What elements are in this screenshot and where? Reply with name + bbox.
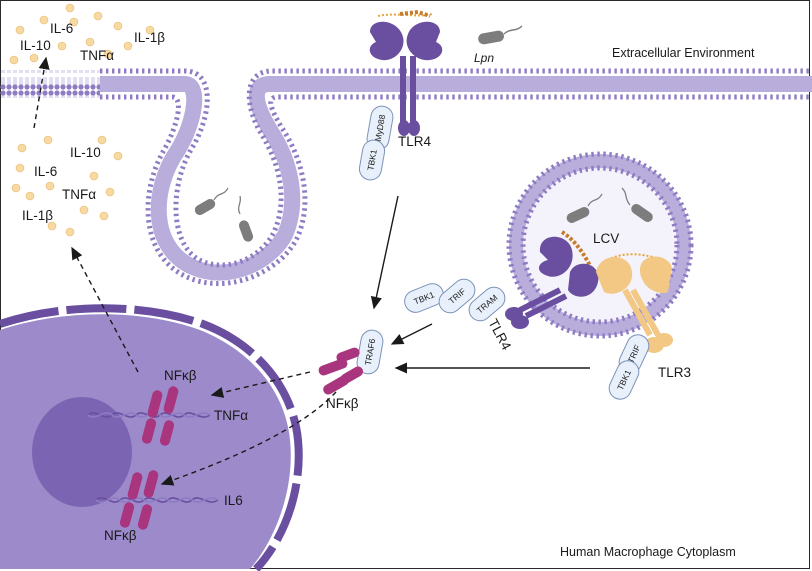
adaptor-tbk1-lcv-tlr4: TBK1 xyxy=(404,283,444,313)
cytokine-particle xyxy=(47,221,57,231)
cytokine-particle xyxy=(25,191,35,201)
nfkb-cytoplasm-complex xyxy=(318,347,364,395)
nfkb-tnfa-complex xyxy=(141,386,179,446)
cytokine-particle xyxy=(29,53,39,63)
adaptor-trif-lcv-tlr4: TRIF xyxy=(438,278,476,314)
cytokine-particle xyxy=(45,181,55,191)
cytokine-particle xyxy=(15,25,25,35)
cytokine-particle xyxy=(65,227,75,237)
bacterium-lcv-1 xyxy=(566,193,603,223)
plasma-membrane xyxy=(0,68,812,287)
cytokine-mid-tnfa: TNFα xyxy=(62,187,96,202)
dna-il6 xyxy=(95,497,219,503)
cytokine-particle xyxy=(145,25,155,35)
cytokine-particle xyxy=(85,37,95,47)
cytokine-particle xyxy=(123,41,133,51)
lcv-vacuole xyxy=(506,151,694,339)
bacterium-label: Lpn xyxy=(474,51,494,65)
nfkb-nucleus-label: NFκβ xyxy=(104,528,137,543)
cytokine-particle xyxy=(9,55,19,65)
cytokine-particle xyxy=(65,3,75,13)
bacterium-phagosome-2 xyxy=(237,195,254,242)
adaptor-traf6: TRAF6 xyxy=(356,329,384,375)
cytokine-particle xyxy=(79,205,89,215)
cytokine-mid-il1b: IL-1β xyxy=(22,208,53,223)
cytokine-particle xyxy=(105,187,115,197)
gene-il6-label: IL6 xyxy=(224,493,243,508)
bacterium-lcv-2 xyxy=(621,187,653,223)
cytokine-particle xyxy=(99,211,109,221)
cytokine-particle xyxy=(57,41,67,51)
tlr4-lcv-label-wrap: TLR4 xyxy=(485,316,514,353)
tlr3-lcv-receptor xyxy=(596,253,673,353)
adaptor-traf6-label: TRAF6 xyxy=(363,338,378,367)
cytokine-particle xyxy=(15,163,25,173)
cytokine-particle xyxy=(113,151,123,161)
cytokine-particle xyxy=(11,183,21,193)
cytokine-mid-il10: IL-10 xyxy=(70,145,101,160)
arrow-lcv-tlr4-to-traf6 xyxy=(390,323,433,345)
cytokine-particle xyxy=(89,171,99,181)
tlr3-lcv-label: TLR3 xyxy=(658,365,691,380)
cytokine-particle xyxy=(97,135,107,145)
arrow-nucleus-to-cytokines xyxy=(71,246,139,373)
arrow-cytokine-secretion xyxy=(33,56,50,129)
tlr4-surface-label: TLR4 xyxy=(398,134,432,149)
dna-tnfa xyxy=(87,412,211,418)
adaptor-tram-lcv-tlr4: TRAM xyxy=(468,286,506,322)
bacterium-phagosome-1 xyxy=(194,187,229,215)
adaptor-tbk1-surface: TBK1 xyxy=(358,139,386,181)
gene-tnfa-label: TNFα xyxy=(214,408,248,423)
tlr4-lcv-label: TLR4 xyxy=(485,316,514,353)
cytokine-mid-il6: IL-6 xyxy=(34,164,57,179)
cytokine-particle xyxy=(103,49,113,59)
nfkb-gene-tnfa-label: NFκβ xyxy=(164,368,197,383)
tlr4-surface-receptor xyxy=(369,9,443,136)
arrow-nfkb-to-il6 xyxy=(160,391,337,486)
adaptor-myd88-surface: MyD88 xyxy=(366,105,394,151)
tlr4-lcv-receptor xyxy=(505,230,599,329)
cytokine-cluster-mid xyxy=(11,135,123,237)
cytokine-top-tnfa: TNFα xyxy=(80,48,114,63)
cytokine-particle xyxy=(69,17,79,27)
nfkb-cytoplasm-label: NFκβ xyxy=(326,396,359,411)
nfkb-il6-complex xyxy=(119,470,159,530)
cytokine-top-il10: IL-10 xyxy=(20,38,51,53)
lcv-label: LCV xyxy=(593,231,619,246)
adaptor-tbk1-lcv-tlr3: TBK1 xyxy=(608,360,640,400)
cytokine-particle xyxy=(39,15,49,25)
cytokine-particle xyxy=(113,21,123,31)
extracellular-label: Extracellular Environment xyxy=(612,46,755,60)
nucleolus xyxy=(32,397,132,507)
bacterium-free xyxy=(478,25,523,45)
cytokine-particle xyxy=(17,143,27,153)
cytokine-particle xyxy=(93,11,103,21)
cytokine-top-il6: IL-6 xyxy=(50,21,73,36)
adaptor-myd88-label: MyD88 xyxy=(373,114,388,143)
arrow-nfkb-to-tnfa xyxy=(210,371,311,398)
cytoplasm-label: Human Macrophage Cytoplasm xyxy=(560,545,736,559)
cytokine-cluster-top xyxy=(9,3,155,65)
arrow-tlr4-to-traf6 xyxy=(370,195,399,310)
cytokine-top-il1b: IL-1β xyxy=(134,30,165,45)
cytokine-particle xyxy=(43,135,53,145)
adaptor-tbk1-label: TBK1 xyxy=(365,148,379,171)
